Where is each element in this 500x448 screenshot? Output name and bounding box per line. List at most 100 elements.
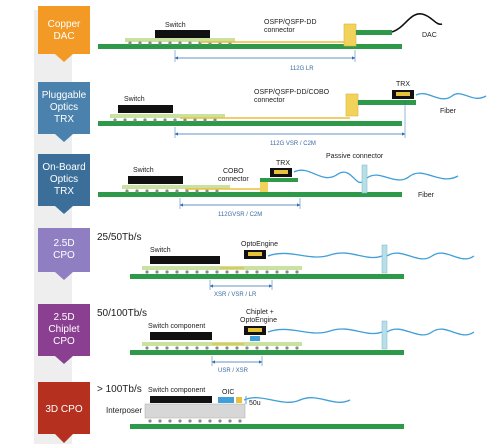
trx-optic (396, 92, 410, 96)
link-label: 112G VSR / C2M (270, 141, 316, 147)
connector-label: connector (254, 97, 285, 104)
solder-balls (145, 346, 299, 350)
stage-label: Optics (50, 174, 78, 185)
stage-pluggable-optics (38, 82, 90, 134)
stage-2-5d-chiplet-cpo (38, 304, 90, 356)
pluggable-connector (345, 93, 359, 117)
fiber-cable (366, 172, 459, 181)
stage-label: TRX (54, 114, 74, 125)
stage-3d-cpo (38, 382, 90, 434)
row-3d-cpo: > 100Tb/s Switch component Interposer OI… (97, 384, 404, 429)
solder-balls (148, 419, 242, 423)
obo-board (260, 178, 298, 182)
switch-label: Switch (150, 247, 171, 254)
connector-label: OSFP/QSFP-DD/COBO (254, 89, 330, 96)
link-label: 112GVSR / C2M (218, 212, 262, 218)
stage-column: Copper DAC Pluggable Optics TRX On-Board… (34, 6, 90, 444)
fiber-cable (243, 397, 351, 403)
pcb-board (130, 424, 404, 429)
switch-chip (155, 30, 210, 38)
interposer-label: Interposer (106, 406, 142, 415)
pcb-board (98, 192, 402, 197)
pcb-board (130, 274, 404, 279)
stage-column-track (34, 10, 72, 444)
stage-label: DAC (53, 31, 74, 42)
stage-label: 2.5D (53, 238, 74, 249)
oic-optic (236, 397, 242, 403)
optoengine-optic (248, 252, 262, 256)
oic-die (218, 397, 234, 403)
solder-balls (125, 189, 219, 193)
interposer (144, 403, 246, 419)
fiber-cable (386, 252, 475, 260)
connector-label: OSFP/QSFP-DD (264, 19, 317, 26)
passive-connector-label: Passive connector (326, 153, 384, 160)
osfp-connector (343, 23, 357, 47)
solder-balls (145, 270, 299, 274)
stage-label: Optics (50, 102, 78, 113)
stage-2-5d-cpo (38, 228, 90, 272)
stage-arrow (55, 134, 73, 142)
pcb-board (98, 44, 402, 49)
fiber-label: Fiber (440, 108, 457, 115)
link-label: XSR / VSR / LR (214, 292, 257, 298)
module-board (358, 100, 416, 105)
optoengine-label: OptoEngine (240, 317, 277, 324)
package-substrate (122, 185, 230, 189)
bandwidth-label: > 100Tb/s (97, 384, 142, 395)
package-substrate (110, 114, 225, 118)
trx-label: TRX (276, 160, 290, 167)
package-substrate (125, 38, 235, 42)
chiplet-die (250, 336, 260, 341)
link-label: 112G LR (290, 66, 314, 72)
switch-label: Switch component (148, 387, 205, 394)
stage-arrow (55, 54, 73, 62)
row-copper-dac: Switch OSFP/QSFP-DD connector DAC 112G L… (98, 13, 443, 72)
row-on-board-optics: Switch COBO connector TRX Passive connec… (98, 153, 459, 218)
switch-chip (150, 332, 212, 340)
solder-balls (113, 118, 217, 122)
bandwidth-label: 50/100Tb/s (97, 308, 147, 319)
switch-chip (150, 396, 212, 403)
trx-label: TRX (396, 81, 410, 88)
stage-copper-dac (38, 6, 90, 54)
switch-label: Switch (165, 22, 186, 29)
fiber-cable (267, 328, 383, 335)
pcb-board (98, 121, 402, 126)
cobo-label: COBO (223, 168, 244, 175)
cobo-label: connector (218, 176, 249, 183)
stage-label: TRX (54, 186, 74, 197)
distance-label: 50u (249, 400, 261, 407)
cobo-connector (260, 182, 268, 192)
stage-label: 3D CPO (45, 404, 82, 415)
connector-label: connector (264, 27, 295, 34)
switch-label: Switch component (148, 323, 205, 330)
dac-label: DAC (422, 32, 437, 39)
stage-label: On-Board (42, 162, 85, 173)
row-pluggable-optics: Switch TRX Fiber OSFP/QSFP-DD/COBO conne… (98, 81, 487, 147)
optoengine-label: OptoEngine (241, 241, 278, 248)
stage-label: 2.5D (53, 312, 74, 323)
pcb-board (130, 350, 404, 355)
stage-arrow (55, 356, 73, 364)
fiber-cable (267, 252, 383, 259)
switch-label: Switch (133, 167, 154, 174)
stage-label: CPO (53, 336, 75, 347)
passive-connector (381, 320, 388, 350)
switch-chip (118, 105, 173, 113)
link-label: USR / XSR (218, 368, 249, 374)
passive-connector (361, 164, 368, 194)
stage-arrow (55, 206, 73, 214)
switch-chip (150, 256, 220, 264)
row-2-5d-cpo: 25/50Tb/s Switch OptoEngine XSR / VSR / … (97, 232, 475, 298)
stage-label: Copper (48, 19, 81, 30)
fiber-cable (386, 328, 475, 336)
optoengine-label: Chiplet + (246, 309, 274, 316)
stage-on-board-optics (38, 154, 90, 206)
dac-cable (391, 13, 443, 33)
trx-optic (274, 170, 288, 174)
stage-label: Chiplet (48, 324, 79, 335)
stage-label: Pluggable (42, 90, 87, 101)
stage-arrow (55, 272, 73, 280)
row-2-5d-chiplet-cpo: 50/100Tb/s Switch component Chiplet + Op… (97, 308, 475, 374)
